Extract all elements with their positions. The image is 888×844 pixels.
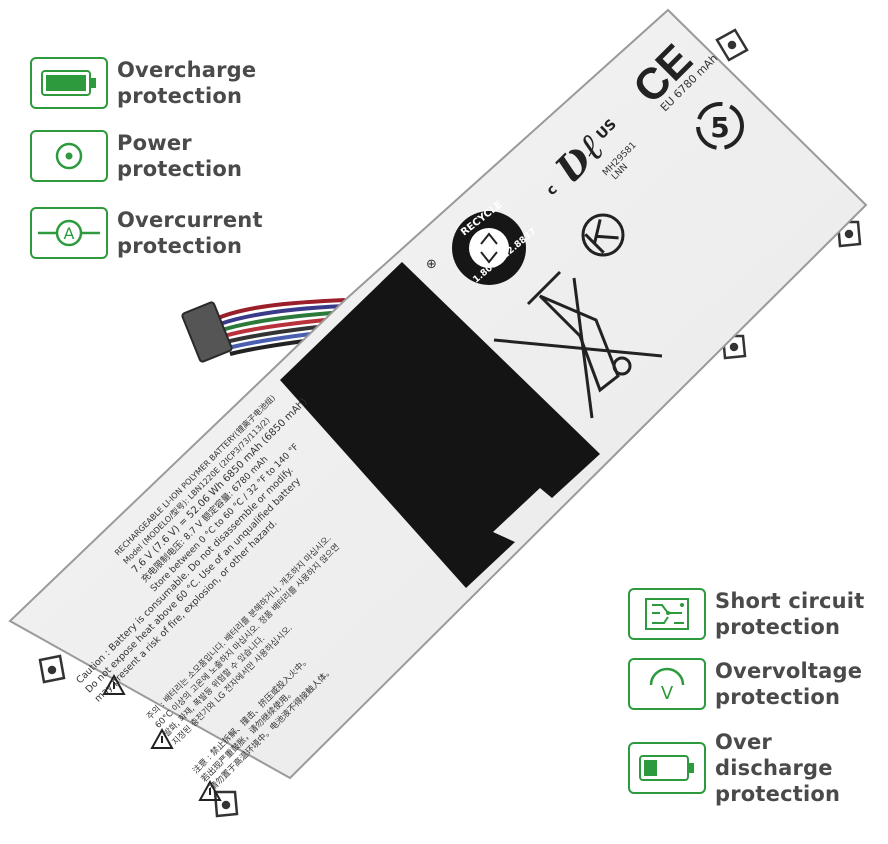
power-icon [55,142,83,170]
black-tape [280,262,600,588]
warning-triangle-icon [150,727,174,749]
ammeter-icon: A [38,219,100,247]
warning-triangle-icon [102,673,126,695]
recycle-years-icon: 5 [696,102,744,150]
voltmeter-icon: V [649,667,685,701]
feature-overcurrent: A Overcurrent protection [30,207,263,259]
weee-bin-icon [493,270,663,419]
feature-short-circuit: Short circuit protection [628,588,864,640]
feature-label: Overcharge protection [117,58,257,108]
feature-label: Over discharge protection [715,730,841,806]
feature-power: Power protection [30,130,242,182]
feature-label: Overvoltage protection [715,659,863,709]
mount-tab [213,790,239,818]
svg-text:A: A [64,224,75,243]
feature-over-discharge: Over discharge protection [628,729,888,807]
feature-overvoltage: V Overvoltage protection [628,658,862,710]
kc-mark-icon [581,213,625,257]
circuit-board-icon [645,598,689,630]
feature-badge [628,742,706,794]
feature-badge: V [628,658,706,710]
mount-tab [715,28,749,62]
feature-label: Overcurrent protection [117,208,263,258]
positive-terminal-mark: ⊕ [426,257,437,272]
warning-triangle-icon [198,779,222,801]
feature-badge: A [30,207,108,259]
recycle-years-text: 5 [710,111,729,144]
feature-badge [628,588,706,640]
feature-badge [30,57,108,109]
svg-text:V: V [661,683,674,701]
battery-full-icon [41,70,96,96]
feature-badge [30,130,108,182]
battery-low-icon [639,755,694,781]
feature-label: Short circuit protection [715,589,865,639]
feature-label: Power protection [117,131,243,181]
mount-tab [38,654,66,684]
feature-overcharge: Overcharge protection [30,57,256,109]
recycle-seal: RECYCLE 1.800.822.8837 [452,199,539,285]
